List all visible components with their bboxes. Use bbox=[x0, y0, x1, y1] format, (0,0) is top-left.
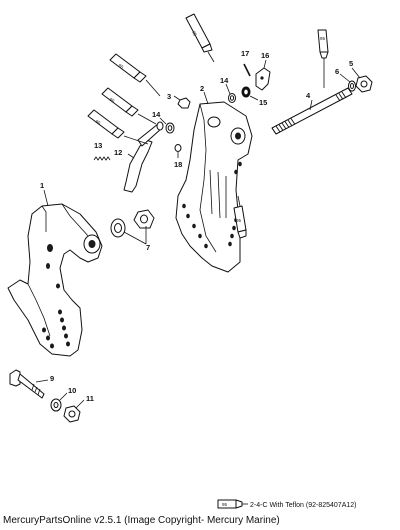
callout-9: 9 bbox=[50, 374, 54, 383]
callout-1: 1 bbox=[40, 181, 44, 190]
bushing-part-15[interactable] bbox=[241, 86, 251, 98]
callout-10: 10 bbox=[68, 386, 76, 395]
callout-13: 13 bbox=[94, 141, 102, 150]
washer-part-10[interactable] bbox=[50, 398, 62, 412]
lubricant-tube-4: 95 bbox=[87, 109, 149, 145]
legend-tube-icon: 95 bbox=[217, 499, 248, 509]
pin-part-17[interactable] bbox=[243, 63, 251, 77]
footer-copyright: MercuryPartsOnline v2.5.1 (Image Copyrig… bbox=[3, 515, 280, 526]
svg-text:95: 95 bbox=[222, 502, 228, 507]
callout-12: 12 bbox=[114, 148, 122, 157]
callout-14-lower: 14 bbox=[152, 110, 161, 119]
callout-2: 2 bbox=[200, 84, 204, 93]
tilt-tube-part-4[interactable] bbox=[271, 87, 353, 135]
callout-17: 17 bbox=[241, 49, 249, 58]
clamp-bracket-part-2[interactable] bbox=[175, 101, 253, 273]
locknut-part-11[interactable] bbox=[63, 405, 81, 423]
spring-part-13[interactable] bbox=[93, 156, 111, 161]
nut-part-5[interactable] bbox=[355, 75, 373, 93]
legend-description: 2-4-C With Teflon (92-825407A12) bbox=[250, 502, 357, 509]
lever-part-16[interactable] bbox=[255, 67, 271, 91]
callout-11: 11 bbox=[86, 394, 94, 403]
bolt-part-9[interactable] bbox=[9, 369, 45, 399]
callout-18: 18 bbox=[174, 160, 182, 169]
svg-text:95: 95 bbox=[320, 36, 326, 41]
fitting-part-3[interactable] bbox=[177, 97, 191, 109]
lubricant-tube-2: 95 bbox=[109, 53, 161, 97]
tilt-lock-lever-part-12[interactable] bbox=[123, 121, 164, 193]
plug-part-18[interactable] bbox=[174, 144, 182, 152]
lubricant-tube-6: 95 bbox=[233, 195, 247, 239]
svg-text:95: 95 bbox=[117, 63, 124, 70]
svg-text:95: 95 bbox=[108, 97, 115, 104]
svg-text:95: 95 bbox=[191, 30, 198, 37]
lubricant-tube-1: 95 bbox=[185, 13, 215, 63]
callout-3: 3 bbox=[167, 92, 171, 101]
callout-14-upper: 14 bbox=[220, 76, 229, 85]
bushing-part-14-lower[interactable] bbox=[165, 122, 175, 134]
callout-4: 4 bbox=[306, 91, 311, 100]
svg-text:95: 95 bbox=[94, 119, 101, 126]
washer-part-6[interactable] bbox=[348, 80, 356, 92]
lubricant-tube-5: 95 bbox=[317, 29, 329, 88]
callout-16: 16 bbox=[261, 51, 269, 60]
callout-5: 5 bbox=[349, 59, 353, 68]
callout-6: 6 bbox=[335, 67, 339, 76]
washer-part-7[interactable] bbox=[110, 209, 155, 238]
clamp-bracket-part-1[interactable] bbox=[7, 203, 103, 357]
svg-text:95: 95 bbox=[236, 218, 242, 223]
callout-7: 7 bbox=[146, 243, 150, 252]
bushing-part-14-upper[interactable] bbox=[228, 93, 236, 103]
callout-15: 15 bbox=[259, 98, 267, 107]
lubricant-tube-3: 95 bbox=[101, 87, 157, 125]
